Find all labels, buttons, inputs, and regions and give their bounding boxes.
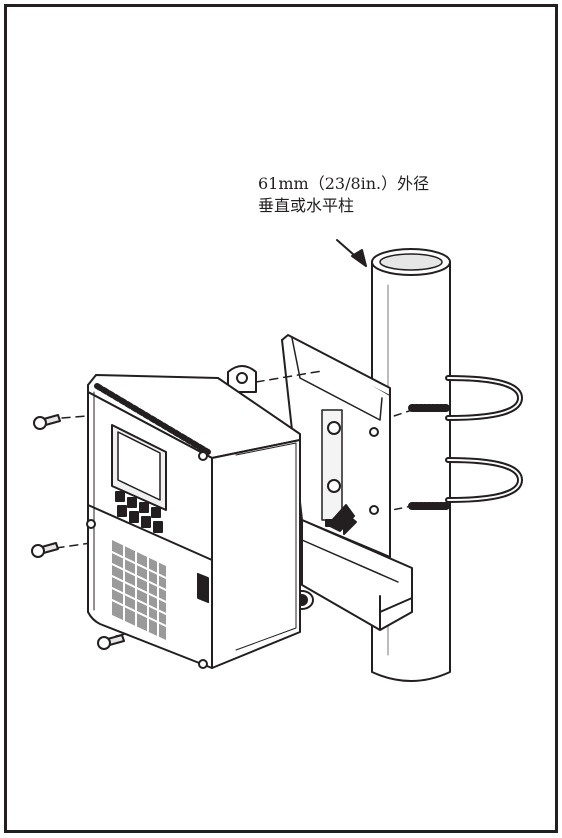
transmitter-enclosure xyxy=(86,374,301,669)
lower-bracket xyxy=(290,519,413,631)
figure-frame xyxy=(4,4,558,833)
screw-middle-left xyxy=(31,542,59,558)
mounting-plate xyxy=(281,334,391,558)
enclosure-top-tab xyxy=(227,365,257,393)
pointer-arrow xyxy=(336,239,367,267)
screw-upper-left xyxy=(33,414,61,430)
pipe-size-callout: 61mm（23/8in.）外径 垂直或水平柱 xyxy=(258,173,430,217)
callout-line-orientation: 垂直或水平柱 xyxy=(258,196,355,215)
screw-lower-left xyxy=(97,634,125,650)
u-bolt-upper xyxy=(408,375,523,421)
callout-line-diameter: 61mm（23/8in.）外径 xyxy=(258,174,430,193)
u-bolt-lower xyxy=(408,457,523,510)
